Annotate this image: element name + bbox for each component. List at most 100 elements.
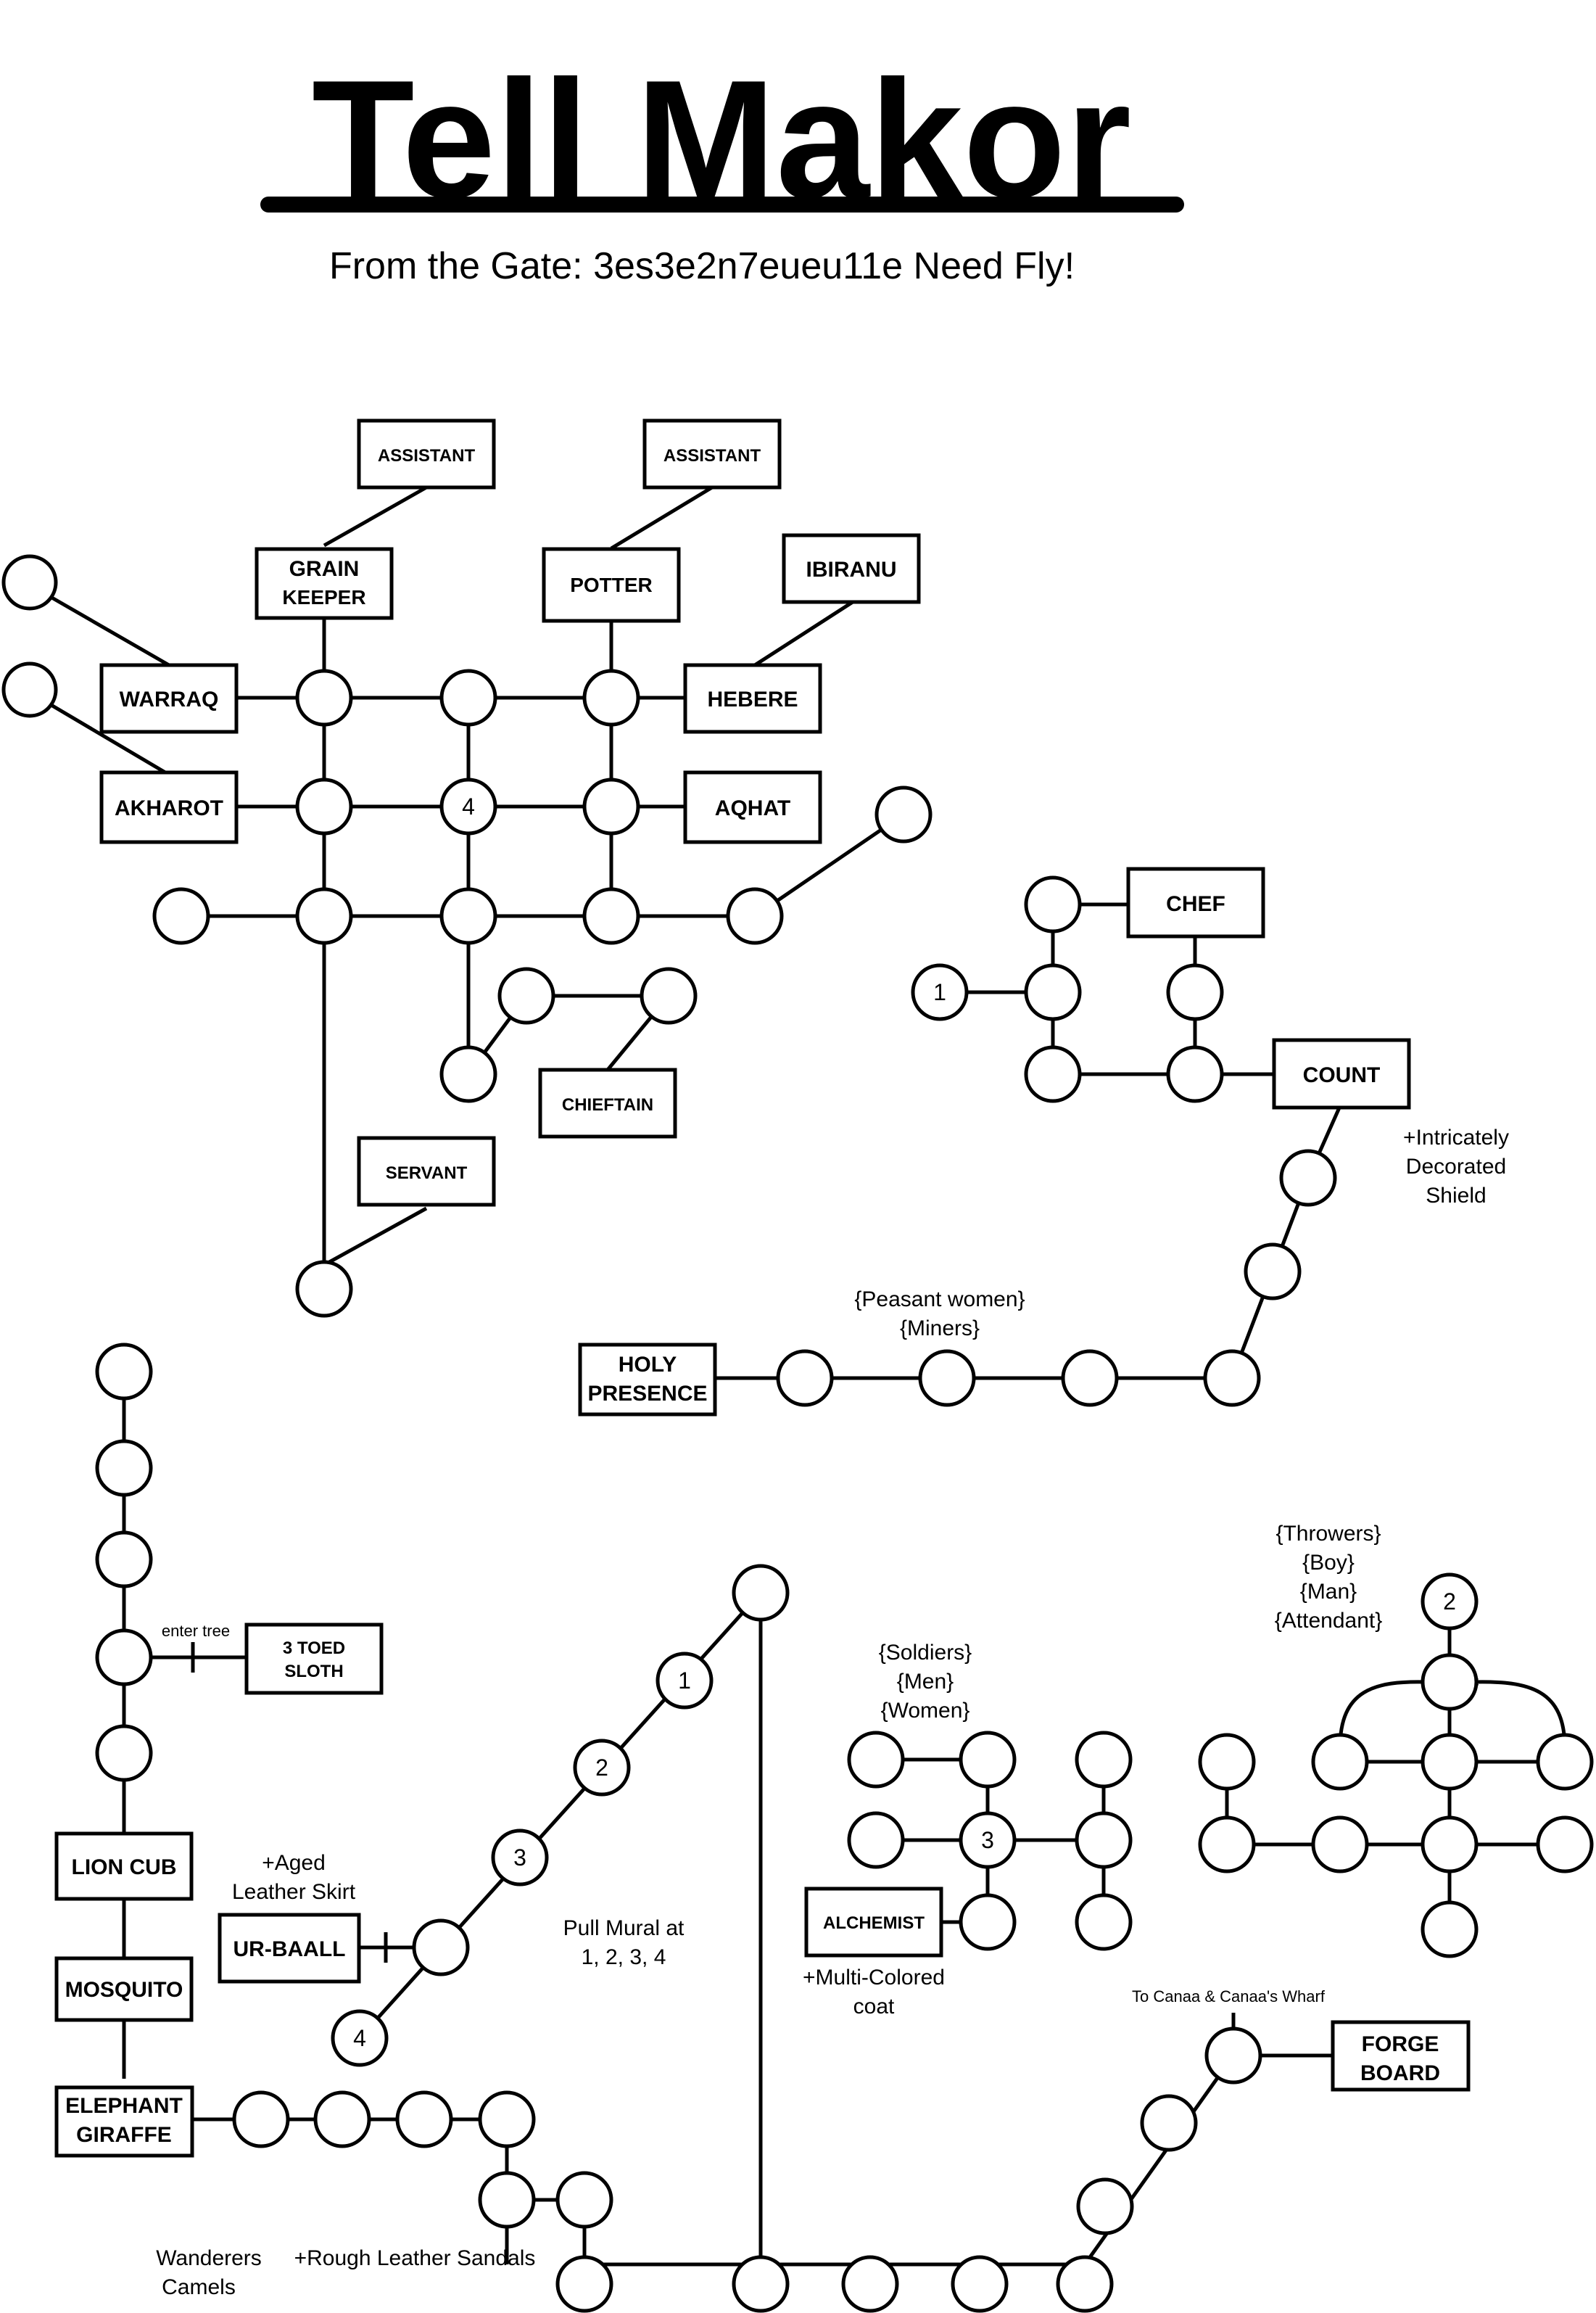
node-1 bbox=[911, 963, 969, 1021]
node bbox=[478, 2090, 536, 2148]
node bbox=[726, 887, 784, 945]
peasants-note: {Miners} bbox=[900, 1316, 980, 1340]
skirt-note: Leather Skirt bbox=[232, 1880, 356, 1904]
peasants-note: {Peasant women} bbox=[854, 1287, 1025, 1311]
wanderers-note: Camels bbox=[162, 2275, 236, 2299]
hebere-label: Hebere bbox=[707, 688, 798, 712]
node bbox=[1311, 1733, 1369, 1791]
hebere-box: Hebere bbox=[683, 663, 822, 734]
node bbox=[1198, 1733, 1256, 1791]
three-toed-sloth-box: 3 Toed Sloth bbox=[244, 1623, 384, 1695]
node-2 bbox=[573, 1739, 631, 1797]
node bbox=[1203, 1349, 1261, 1407]
forge-board-label: Board bbox=[1360, 2061, 1440, 2085]
node bbox=[1075, 1731, 1133, 1789]
elephant-giraffe-label: Giraffe bbox=[76, 2123, 172, 2147]
node bbox=[412, 1918, 470, 1976]
node bbox=[1024, 963, 1082, 1021]
chef-box: Chef bbox=[1126, 867, 1265, 939]
node bbox=[732, 1564, 790, 1622]
alchemist-box: Alchemist bbox=[804, 1887, 943, 1958]
assistant-box: Assistant bbox=[642, 419, 782, 490]
node bbox=[1311, 1815, 1369, 1873]
potter-label: potter bbox=[570, 574, 653, 596]
node-number: 1 bbox=[933, 979, 946, 1005]
node bbox=[1421, 1815, 1479, 1873]
node bbox=[232, 2090, 290, 2148]
aqhat-box: Aqhat bbox=[683, 770, 822, 844]
akharot-label: Akharot bbox=[115, 796, 223, 820]
grain-keeper-box: Grain keeper bbox=[255, 547, 394, 620]
node-2 bbox=[1421, 1572, 1479, 1630]
coat-note: coat bbox=[853, 1995, 895, 2019]
node bbox=[95, 1343, 153, 1401]
node bbox=[582, 669, 640, 727]
elephant-giraffe-box: Elephant Giraffe bbox=[54, 2085, 194, 2158]
character-boxes: Assistant Assistant Grain keeper potter … bbox=[54, 419, 1471, 2158]
node bbox=[497, 967, 555, 1025]
node bbox=[1279, 1149, 1337, 1207]
node-number: 4 bbox=[462, 793, 475, 820]
node bbox=[1421, 1900, 1479, 1958]
node bbox=[295, 1260, 353, 1318]
node bbox=[1075, 1811, 1133, 1869]
three-toed-sloth-label: Sloth bbox=[284, 1662, 343, 1681]
node bbox=[1166, 963, 1224, 1021]
ibiranu-box: Ibiranu bbox=[782, 533, 921, 604]
node bbox=[918, 1349, 976, 1407]
assistant-label: Assistant bbox=[663, 446, 761, 466]
node bbox=[95, 1628, 153, 1686]
node-4 bbox=[439, 778, 497, 836]
assistant-label: Assistant bbox=[378, 446, 476, 466]
node bbox=[841, 2255, 899, 2313]
node-number: 2 bbox=[595, 1755, 608, 1781]
node bbox=[1, 661, 58, 718]
node bbox=[1536, 1733, 1594, 1791]
ibiranu-label: Ibiranu bbox=[806, 558, 897, 582]
node bbox=[1, 554, 58, 611]
node bbox=[582, 778, 640, 836]
node bbox=[1024, 1045, 1082, 1103]
node bbox=[95, 1439, 153, 1497]
node bbox=[313, 2090, 371, 2148]
node bbox=[1076, 2177, 1134, 2235]
holy-presence-label: Holy bbox=[619, 1353, 677, 1377]
node bbox=[1536, 1815, 1594, 1873]
aqhat-label: Aqhat bbox=[715, 796, 790, 820]
lion-cub-box: Lion Cub bbox=[54, 1831, 194, 1901]
node-number: 3 bbox=[513, 1844, 526, 1871]
warraq-label: Warraq bbox=[120, 688, 219, 712]
node bbox=[295, 887, 353, 945]
enter-tree-note: enter tree bbox=[162, 1622, 230, 1640]
mural-note: 1, 2, 3, 4 bbox=[582, 1945, 666, 1969]
node bbox=[732, 2255, 790, 2313]
node bbox=[555, 2171, 613, 2229]
node bbox=[1024, 875, 1082, 933]
node-3 bbox=[491, 1828, 549, 1887]
skirt-note: +Aged bbox=[262, 1851, 326, 1875]
node bbox=[152, 887, 210, 945]
potter-box: potter bbox=[542, 547, 681, 623]
alchemist-label: Alchemist bbox=[823, 1913, 925, 1933]
annotations: +Intricately Decorated Shield {Peasant w… bbox=[156, 1126, 1509, 2299]
mosquito-box: Mosquito bbox=[54, 1956, 194, 2022]
shield-note: Decorated bbox=[1406, 1155, 1506, 1179]
node bbox=[582, 887, 640, 945]
map-nodes bbox=[1, 554, 1594, 2313]
node bbox=[959, 1893, 1017, 1951]
count-box: Count bbox=[1272, 1038, 1411, 1110]
throwers-note: {Throwers} bbox=[1275, 1522, 1381, 1546]
holy-presence-box: Holy Presence bbox=[578, 1343, 717, 1417]
node bbox=[951, 2255, 1009, 2313]
node bbox=[1198, 1815, 1256, 1873]
node bbox=[875, 786, 933, 844]
mosquito-label: Mosquito bbox=[65, 1978, 183, 2002]
node bbox=[847, 1811, 905, 1869]
node bbox=[1421, 1653, 1479, 1711]
soldiers-note: {Women} bbox=[881, 1699, 970, 1723]
shield-note: Shield bbox=[1426, 1184, 1486, 1208]
node bbox=[1166, 1045, 1224, 1103]
node bbox=[1056, 2255, 1114, 2313]
soldiers-note: {Soldiers} bbox=[879, 1641, 972, 1665]
